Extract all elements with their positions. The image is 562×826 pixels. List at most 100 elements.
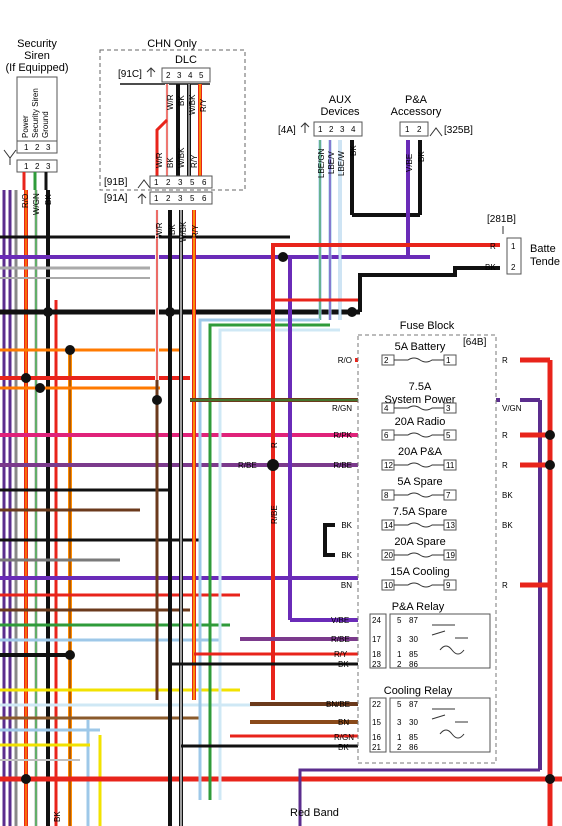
siren-pin-2b: 2: [35, 162, 40, 171]
siren-pin-2: 2: [35, 143, 40, 152]
aux-title-2: Devices: [320, 106, 360, 118]
pa-relay-term-3: 2: [397, 660, 402, 669]
pa-relay-term-2: 1: [397, 650, 402, 659]
bottom-bk-label: BK: [53, 811, 62, 822]
cooling-relay: Cooling Relay BN/BE 22 5 87 BN 15 3 30 R…: [326, 685, 491, 753]
pa-wire-bk: BK: [417, 151, 426, 162]
fuse-pin-left: 8: [384, 491, 389, 500]
pa-relay-wire-3: BK: [338, 660, 349, 669]
aux-pin-1: 1: [318, 125, 323, 134]
fuse-label: 7.5A Spare: [393, 506, 447, 518]
dlc-wire-wbk-mid: W/BK: [177, 147, 186, 168]
pa-ref: [325B]: [444, 125, 473, 136]
cool-relay-num-2: 85: [409, 733, 418, 742]
pa-relay-term-0: 5: [397, 616, 402, 625]
fuse-symbol-icon: [394, 522, 444, 528]
fuse-pin-right: 1: [446, 356, 451, 365]
fuse-symbol-icon: [394, 462, 444, 468]
dlc-ref-91c: [91C]: [118, 69, 142, 80]
fuse-pin-left: 10: [384, 581, 393, 590]
aux-ref: [4A]: [278, 125, 296, 136]
fuse-label: 5A Battery: [395, 341, 446, 353]
tender-label-1: Batte: [530, 243, 556, 255]
pa-relay-term-1: 3: [397, 635, 402, 644]
fuse-pin-right: 19: [446, 551, 455, 560]
tender-ref: [281B]: [487, 214, 516, 225]
red-band-label: Red Band: [290, 807, 339, 819]
dlc-pin-5: 5: [199, 71, 204, 80]
fuse-pin-left: 14: [384, 521, 393, 530]
junction-dots: [21, 252, 555, 784]
fuse-symbol-icon: [394, 582, 444, 588]
pa-title-1: P&A: [405, 94, 428, 106]
p91b-3: 3: [178, 178, 183, 187]
r-vertical-label: R: [270, 442, 279, 448]
dlc-wire-wr-top: W/R: [166, 94, 175, 110]
fuse-wire-left: R/PK: [333, 431, 352, 440]
pa-relay-wire-2: R/Y: [334, 650, 348, 659]
fuse-wire-left: BN: [341, 581, 352, 590]
p91a-2: 2: [166, 194, 171, 203]
aux-pin-2: 2: [329, 125, 334, 134]
battery-tender-connector: [281B] 1 2 R BK Batte Tende: [485, 214, 560, 275]
pa-relay-cav-1: 17: [372, 635, 381, 644]
connector-receptacle-icon: [137, 179, 151, 189]
pa-relay-cav-0: 24: [372, 616, 381, 625]
p91a-wire-ry: R/Y: [191, 224, 200, 238]
siren-wire-wgn: W/GN: [32, 193, 41, 215]
siren-wire-ro: R/O: [21, 194, 30, 208]
aux-wire-lbew: LBE/W: [337, 151, 346, 176]
fuse-label: 5A Spare: [397, 476, 442, 488]
cool-relay-term-1: 3: [397, 718, 402, 727]
fuse-entry-wires: [170, 358, 500, 748]
pa-relay: P&A Relay V/BE 24 5 87 R/BE 17 3 30 R/Y …: [331, 601, 491, 669]
pa-relay-num-2: 85: [409, 650, 418, 659]
fuse-pin-left: 6: [384, 431, 389, 440]
misc-labels: R/BE R R/BE Red Band BK: [53, 442, 339, 822]
fuse-label: 20A Radio: [395, 416, 446, 428]
fuse-symbol-icon: [394, 552, 444, 558]
tender-pin-1: 1: [511, 242, 516, 251]
siren-pin-label-power: Power: [21, 115, 30, 138]
cool-relay-wire-0: BN/BE: [326, 700, 350, 709]
siren-title-3: (If Equipped): [6, 62, 69, 74]
chn-only-box: [99, 49, 246, 191]
rbe-left-label: R/BE: [238, 461, 257, 470]
siren-pin-3: 3: [46, 143, 51, 152]
fuse-block-ref: [64B]: [463, 337, 487, 348]
cool-relay-wire-3: BK: [338, 743, 349, 752]
fuse-wire-left: BK: [341, 551, 352, 560]
p91a-wire-wr: W/R: [155, 222, 164, 238]
pa-relay-wire-1: R/BE: [331, 635, 350, 644]
dlc-wire-wbk-top: W/BK: [188, 94, 197, 115]
p91a-5: 5: [190, 194, 195, 203]
aux-wire-lbegn: LBE/GN: [317, 148, 326, 178]
fuse-label: 20A P&A: [398, 446, 443, 458]
siren-pin-label-siren: Security Siren: [31, 88, 40, 138]
arrow-up-icon-3: [300, 122, 310, 133]
tender-wire-bk: BK: [485, 263, 496, 272]
dlc-pin-3: 3: [177, 71, 182, 80]
siren-connector-icon: [3, 149, 17, 165]
fuse-pin-left: 4: [384, 404, 389, 413]
cool-relay-num-3: 86: [409, 743, 418, 752]
p91a-6: 6: [202, 194, 207, 203]
pa-title-2: Accessory: [391, 106, 442, 118]
fuse-wire-left: R/BE: [333, 461, 352, 470]
pa-relay-title: P&A Relay: [392, 601, 445, 613]
fuse-symbol-icon: [394, 405, 444, 411]
pa-pin-2: 2: [417, 125, 422, 134]
tender-label-2: Tende: [530, 256, 560, 268]
dlc-wire-bk-mid: BK: [166, 157, 175, 168]
dlc-wire-wr-mid: W/R: [155, 152, 164, 168]
fuse-block-title: Fuse Block: [400, 320, 455, 332]
dlc-ref-91b: [91B]: [104, 177, 128, 188]
dlc-pin-4: 4: [188, 71, 193, 80]
cool-relay-cav-1: 15: [372, 718, 381, 727]
